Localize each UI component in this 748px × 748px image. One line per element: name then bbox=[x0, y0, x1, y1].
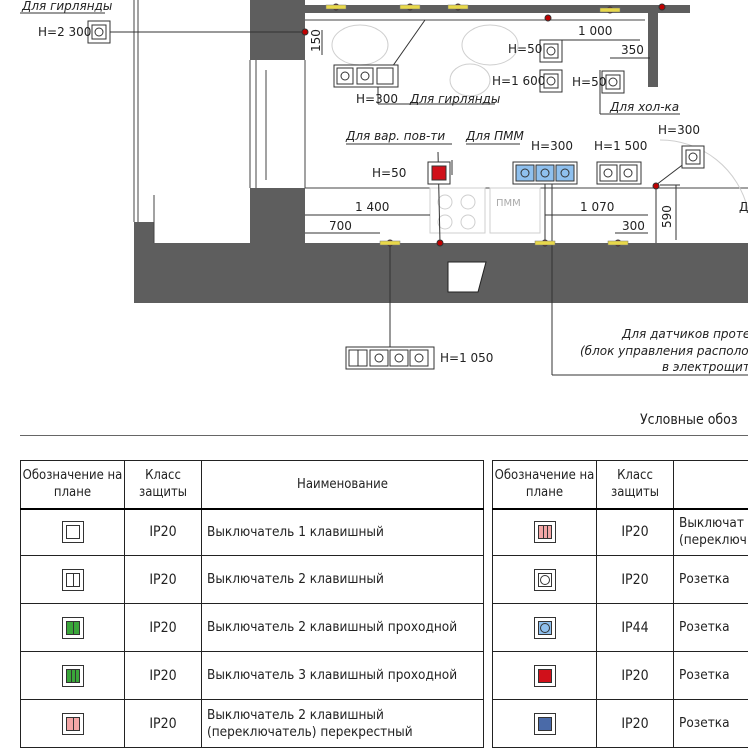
name-cell: Розетка bbox=[674, 652, 748, 700]
label-fridge: Для хол-ка bbox=[609, 100, 679, 114]
label-leak-3: в электрощит bbox=[662, 360, 748, 374]
table-row: IP20 Выключатель 2 клавишный bbox=[21, 556, 484, 604]
dim-590: 590 bbox=[660, 205, 674, 228]
socket-red-icon bbox=[534, 665, 556, 687]
wall-bottom bbox=[134, 243, 748, 303]
label-h300-c: H=300 bbox=[531, 139, 573, 153]
class-cell: IP20 bbox=[125, 556, 202, 604]
floor-plan: Для гирлянды H=2 300 150 H=300 Для гирля… bbox=[0, 0, 748, 440]
legend-table-left: Обозначение на плане Класс защиты Наимен… bbox=[20, 460, 484, 748]
name-cell: Розетка bbox=[674, 556, 748, 604]
table-row: IP20 Выключатель 3 клавишный проходной bbox=[21, 652, 484, 700]
header-symbol: Обозначение на плане bbox=[21, 461, 125, 509]
label-h50-b: H=50 bbox=[572, 75, 606, 89]
table-row: IP20 Выключатель 2 клавишный проходной bbox=[21, 604, 484, 652]
wall-bottom-left-end bbox=[134, 222, 154, 252]
header-name: Наименование bbox=[202, 461, 484, 509]
class-cell: IP20 bbox=[125, 509, 202, 556]
table-row: IP44 Розетка bbox=[493, 604, 748, 652]
socket-navy-icon bbox=[534, 713, 556, 735]
label-h1050: H=1 050 bbox=[440, 351, 493, 365]
switch-2-key-pass-icon bbox=[62, 617, 84, 639]
wall-top bbox=[305, 5, 690, 13]
class-cell: IP20 bbox=[597, 652, 674, 700]
label-h300-a: H=300 bbox=[356, 92, 398, 106]
table-row: IP20 Выключат (переключ bbox=[493, 509, 748, 556]
switch-2-key-icon bbox=[62, 569, 84, 591]
legend-divider bbox=[20, 435, 748, 436]
label-leak-2: (блок управления располож bbox=[580, 344, 748, 358]
label-h50-a: H=50 bbox=[508, 42, 542, 56]
label-garland-mid: Для гирлянды bbox=[409, 92, 500, 106]
socket-h1500-group bbox=[597, 162, 641, 184]
socket-cooktop bbox=[428, 162, 450, 184]
label-h50-c: H=50 bbox=[372, 166, 406, 180]
table-row: IP20 Выключатель 1 клавишный bbox=[21, 509, 484, 556]
class-cell: IP20 bbox=[597, 509, 674, 556]
label-h300-b: H=300 bbox=[658, 123, 700, 137]
label-pmm: ПММ bbox=[496, 198, 521, 209]
dim-1070: 1 070 bbox=[580, 200, 614, 214]
dim-300: 300 bbox=[622, 219, 645, 233]
legend-table-right: Обозначение на плане Класс защиты IP20 В… bbox=[492, 460, 748, 748]
class-cell: IP20 bbox=[597, 556, 674, 604]
dim-700: 700 bbox=[329, 219, 352, 233]
garland-socket-group bbox=[334, 65, 398, 87]
wall-left-column bbox=[250, 0, 305, 60]
label-h1600: H=1 600 bbox=[492, 74, 545, 88]
legend-title: Условные обоз bbox=[640, 412, 738, 428]
socket-icon bbox=[534, 569, 556, 591]
dim-1400: 1 400 bbox=[355, 200, 389, 214]
label-garland-top: Для гирлянды bbox=[21, 0, 112, 13]
class-cell: IP20 bbox=[125, 652, 202, 700]
header-symbol: Обозначение на плане bbox=[493, 461, 597, 509]
table-row: IP20 Розетка bbox=[493, 700, 748, 748]
dim-350: 350 bbox=[621, 43, 644, 57]
name-cell: Выключатель 3 клавишный проходной bbox=[202, 652, 484, 700]
name-cell: Розетка bbox=[674, 700, 748, 748]
name-cell: Выключатель 2 клавишный (переключатель) … bbox=[202, 700, 484, 748]
name-cell: Выключатель 2 клавишный проходной bbox=[202, 604, 484, 652]
class-cell: IP44 bbox=[597, 604, 674, 652]
name-cell: Выключатель 1 клавишный bbox=[202, 509, 484, 556]
dim-150: 150 bbox=[309, 29, 323, 52]
dim-1000: 1 000 bbox=[578, 24, 612, 38]
switch-2-key-cross-icon bbox=[62, 713, 84, 735]
name-cell: Выключатель 2 клавишный bbox=[202, 556, 484, 604]
name-cell: Выключат (переключ bbox=[674, 509, 748, 556]
name-cell: Розетка bbox=[674, 604, 748, 652]
label-h1500: H=1 500 bbox=[594, 139, 647, 153]
class-cell: IP20 bbox=[125, 700, 202, 748]
label-h2300: H=2 300 bbox=[38, 25, 91, 39]
socket-dishwasher-group bbox=[513, 162, 577, 184]
label-dishwasher: Для ПММ bbox=[465, 129, 524, 143]
table-row: IP20 Розетка bbox=[493, 652, 748, 700]
switch-3-key-pass-icon bbox=[62, 665, 84, 687]
socket-h1050-group bbox=[346, 347, 434, 369]
header-name bbox=[674, 461, 748, 509]
wall-partition bbox=[648, 5, 658, 87]
label-cut-d: Д bbox=[739, 200, 748, 214]
label-leak-1: Для датчиков проте bbox=[621, 327, 748, 341]
class-cell: IP20 bbox=[597, 700, 674, 748]
switch-pink-icon bbox=[534, 521, 556, 543]
label-cooktop: Для вар. пов-ти bbox=[345, 129, 445, 143]
header-class: Класс защиты bbox=[125, 461, 202, 509]
table-row: IP20 Розетка bbox=[493, 556, 748, 604]
class-cell: IP20 bbox=[125, 604, 202, 652]
header-class: Класс защиты bbox=[597, 461, 674, 509]
table-row: IP20 Выключатель 2 клавишный (переключат… bbox=[21, 700, 484, 748]
switch-1-key-icon bbox=[62, 521, 84, 543]
socket-h300-right bbox=[682, 146, 704, 168]
socket-blue-icon bbox=[534, 617, 556, 639]
